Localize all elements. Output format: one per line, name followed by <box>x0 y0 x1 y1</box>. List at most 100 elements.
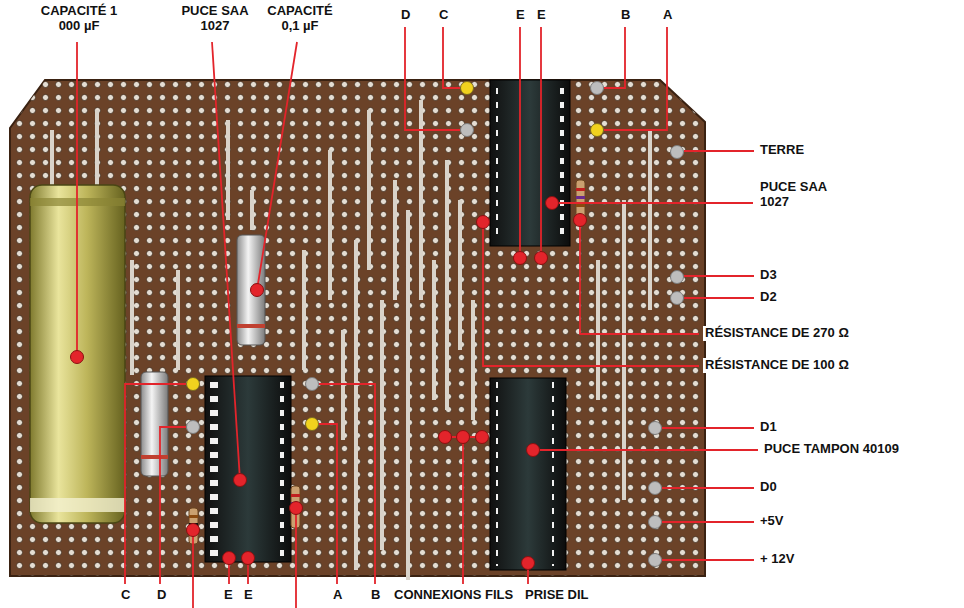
callout-label: C <box>119 588 132 603</box>
board-detail <box>649 422 662 435</box>
callout-label: D1 <box>758 420 779 435</box>
board-detail <box>576 204 585 207</box>
board-detail <box>141 372 168 476</box>
board-detail <box>496 84 504 242</box>
board-detail <box>546 197 559 210</box>
board-detail <box>476 431 489 444</box>
board-detail <box>458 200 462 350</box>
board-detail <box>189 515 198 518</box>
board-detail <box>367 110 371 270</box>
board-detail <box>490 80 570 246</box>
board-detail <box>187 378 200 391</box>
board-detail <box>187 524 200 537</box>
board-detail <box>237 235 265 345</box>
board-detail <box>671 292 684 305</box>
callout-label: B <box>369 588 382 603</box>
callout-label: D2 <box>758 290 779 305</box>
board-detail <box>580 220 699 334</box>
board-detail <box>71 351 84 364</box>
board-detail <box>471 300 475 420</box>
red-dots <box>71 197 587 570</box>
callout-label: CAPACITÉ 0,1 µF <box>258 4 342 34</box>
board-detail <box>622 200 626 500</box>
board-detail <box>527 444 540 457</box>
board-detail <box>328 150 332 300</box>
board-detail <box>591 82 604 95</box>
board-detail <box>251 284 264 297</box>
board-detail <box>671 146 684 159</box>
board-detail <box>234 474 247 487</box>
board-detail <box>130 260 134 375</box>
board-detail <box>393 180 397 300</box>
callout-label: RÉSISTANCE DE 270 Ω <box>703 326 851 341</box>
callout-label: D0 <box>758 480 779 495</box>
board-holes <box>0 70 720 590</box>
board-detail <box>306 378 319 391</box>
callout-label: RÉSISTANCE DE 100 Ω <box>703 358 851 373</box>
board-detail <box>457 431 470 444</box>
board-detail <box>496 382 504 566</box>
board-detail <box>662 427 754 429</box>
board-detail <box>306 418 319 431</box>
board-detail <box>439 431 452 444</box>
callout-label: D <box>155 588 168 603</box>
callout-label: + 12V <box>758 552 796 567</box>
board-detail <box>302 250 306 370</box>
board-detail <box>662 559 754 561</box>
board-detail <box>604 27 667 130</box>
board-detail <box>576 188 585 191</box>
callout-label: E <box>535 8 548 23</box>
board-detail <box>535 252 548 265</box>
board-detail <box>205 376 291 562</box>
board-detail <box>533 449 758 451</box>
board-detail <box>604 27 625 88</box>
board-detail <box>684 297 754 299</box>
callout-label: D <box>399 8 412 23</box>
board-detail <box>649 554 662 567</box>
callout-label: B <box>619 8 632 23</box>
board-detail <box>295 508 297 608</box>
board-detail <box>540 27 542 258</box>
board-detail <box>226 120 230 220</box>
board-detail <box>684 275 754 277</box>
board-detail <box>50 130 54 185</box>
board-detail <box>490 378 566 570</box>
board-detail <box>223 552 236 565</box>
board-detail <box>237 324 265 328</box>
board-detail <box>445 160 449 410</box>
board-detail <box>405 27 460 130</box>
board-detail <box>574 214 587 227</box>
board-detail <box>76 42 78 357</box>
board-detail <box>662 487 754 489</box>
board-detail <box>212 42 240 480</box>
capacitor-0-1uf <box>237 235 265 345</box>
chip-40109 <box>490 378 566 570</box>
callout-label: C <box>437 8 450 23</box>
callout-label: E <box>242 588 255 603</box>
callout-label: +5V <box>758 514 786 529</box>
board-detail <box>649 516 662 529</box>
callout-label: PUCE TAMPON 40109 <box>762 442 901 457</box>
callout-label: TERRE <box>758 143 806 158</box>
board-detail <box>160 427 186 584</box>
board-detail <box>291 494 300 497</box>
board-detail <box>461 82 474 95</box>
board-detail <box>141 455 168 459</box>
board-detail <box>319 424 337 584</box>
board-detail <box>519 27 521 258</box>
callout-label: CONNEXIONS FILS <box>392 588 515 603</box>
board-detail <box>477 216 490 229</box>
board-detail <box>95 110 99 185</box>
callout-label: E <box>514 8 527 23</box>
board-detail <box>552 202 753 204</box>
callout-label: E <box>222 588 235 603</box>
callout-label: CAPACITÉ 1 000 µF <box>35 4 123 34</box>
board-detail <box>242 552 255 565</box>
board-detail <box>276 382 284 558</box>
board-detail <box>319 384 375 584</box>
callout-label: PRISE DIL <box>523 588 591 603</box>
board-detail <box>341 330 345 440</box>
board-detail <box>662 521 754 523</box>
board-detail <box>514 252 527 265</box>
